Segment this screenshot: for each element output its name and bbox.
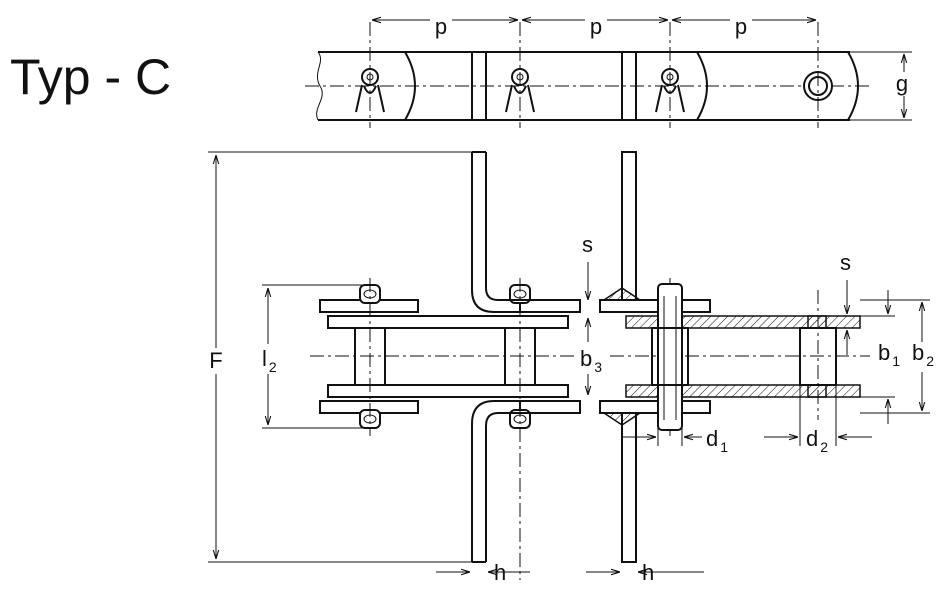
label-p-1: p bbox=[435, 14, 447, 39]
label-g: g bbox=[896, 71, 908, 96]
label-F: F bbox=[209, 348, 222, 373]
label-h-left: h bbox=[494, 560, 506, 585]
chain-side-view: p p p g bbox=[305, 10, 913, 128]
diagram-title: Typ - C bbox=[10, 49, 172, 105]
label-s-left: s bbox=[582, 232, 593, 257]
label-s-right: s bbox=[840, 250, 851, 275]
label-h-right: h bbox=[642, 560, 654, 585]
label-p-3: p bbox=[735, 14, 747, 39]
label-p-2: p bbox=[590, 14, 602, 39]
chain-section-view: F bbox=[204, 151, 942, 585]
